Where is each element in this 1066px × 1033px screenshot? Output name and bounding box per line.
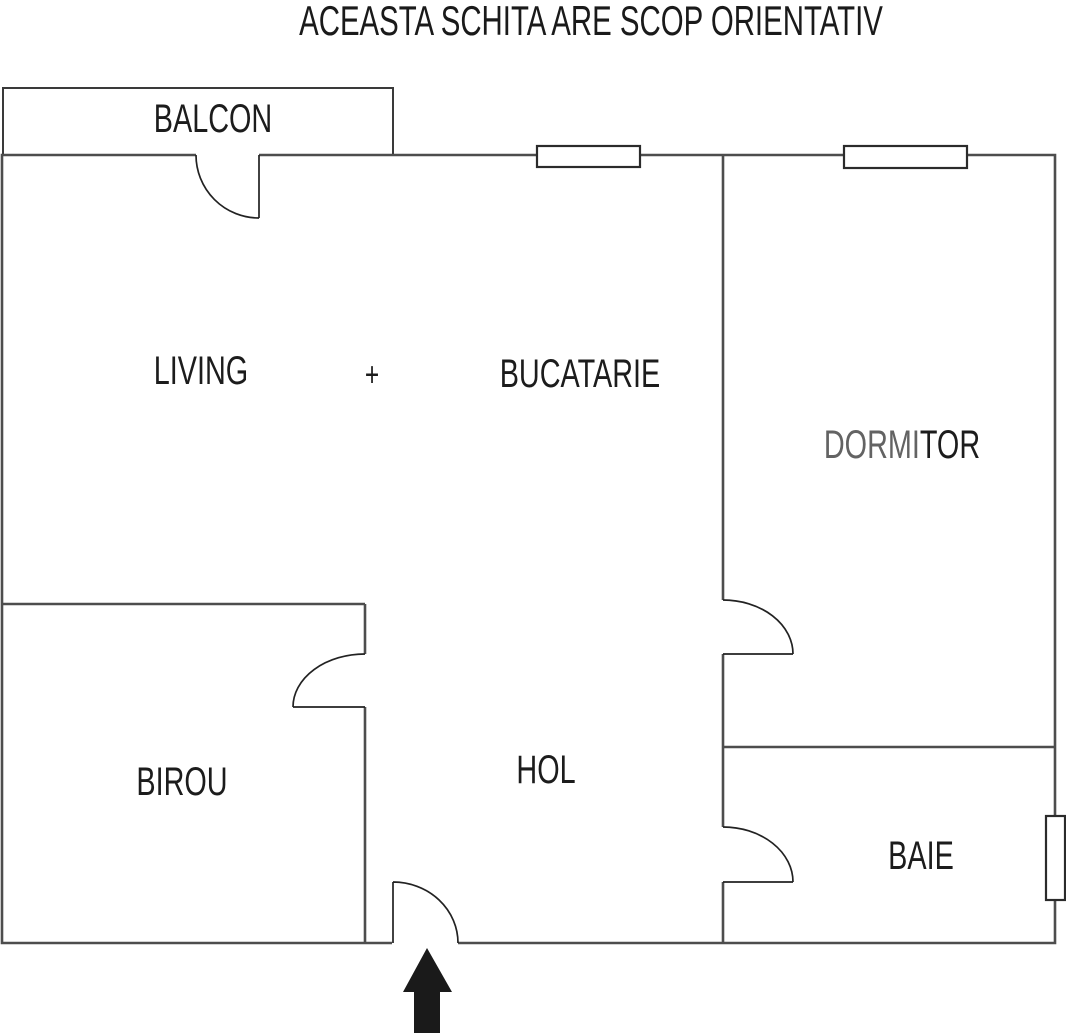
balcony-door [195, 154, 260, 219]
outer-walls [0, 153, 1057, 945]
room-label-dormitor: DORMITOR [824, 425, 980, 465]
room-label-dormitor-faded-part: DORMI [823, 423, 920, 467]
page-title: ACEASTA SCHITA ARE SCOP ORIENTATIV [299, 0, 883, 44]
room-label-balcon: BALCON [153, 97, 273, 141]
kitchen-window [535, 144, 642, 169]
room-label-hol: HOL [516, 748, 576, 792]
bedroom-window [842, 144, 969, 170]
bathroom-door [722, 826, 794, 883]
bedroom-door [722, 599, 794, 655]
living-kitchen-plus-sign: + [364, 356, 380, 394]
room-label-bucatarie: BUCATARIE [499, 352, 661, 396]
room-label-baie: BAIE [888, 834, 954, 878]
interior-walls [2, 155, 1055, 943]
room-label-living: LIVING [153, 349, 249, 393]
office-door [292, 653, 366, 708]
room-label-dormitor-dark-part: TOR [919, 423, 981, 467]
balcony-outline [2, 87, 394, 155]
entrance-arrow-icon [403, 948, 452, 1033]
room-label-birou: BIROU [136, 760, 228, 804]
entrance-door [392, 881, 459, 944]
bathroom-window [1044, 814, 1066, 902]
